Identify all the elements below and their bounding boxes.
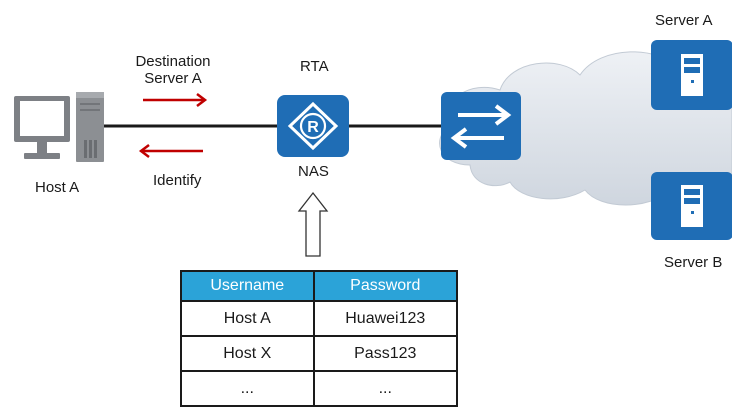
table-cell-username: Host A (180, 300, 315, 337)
table-row: Host A Huawei123 (180, 300, 459, 337)
column-header-username: Username (180, 270, 315, 302)
table-header-row: Username Password (180, 270, 459, 302)
destination-label-line1: Destination (135, 53, 211, 70)
table-row: Host X Pass123 (180, 335, 459, 372)
table-cell-password: ... (312, 370, 459, 407)
destination-arrow (143, 93, 208, 107)
table-cell-password: Pass123 (312, 335, 459, 372)
table-cell-password: Huawei123 (312, 300, 459, 337)
hollow-up-arrow-icon (297, 191, 329, 257)
switch-icon (441, 92, 521, 160)
table-cell-username: ... (180, 370, 315, 407)
server-b-label: Server B (664, 254, 723, 271)
host-computer-icon (14, 92, 104, 162)
rta-label: RTA (300, 58, 329, 75)
identify-label: Identify (153, 172, 202, 189)
column-header-password: Password (312, 270, 459, 302)
server-icon (651, 40, 732, 110)
destination-label-line2: Server A (144, 70, 202, 87)
identify-arrow (138, 144, 203, 158)
host-a-label: Host A (35, 179, 80, 196)
credentials-table: Username Password Host A Huawei123 Host … (180, 270, 459, 407)
table-row: ... ... (180, 370, 459, 407)
server-a-label: Server A (655, 12, 713, 29)
router-icon: R (277, 95, 349, 157)
nas-label: NAS (298, 163, 329, 180)
server-icon (651, 172, 732, 240)
table-cell-username: Host X (180, 335, 315, 372)
svg-text:R: R (307, 119, 319, 136)
